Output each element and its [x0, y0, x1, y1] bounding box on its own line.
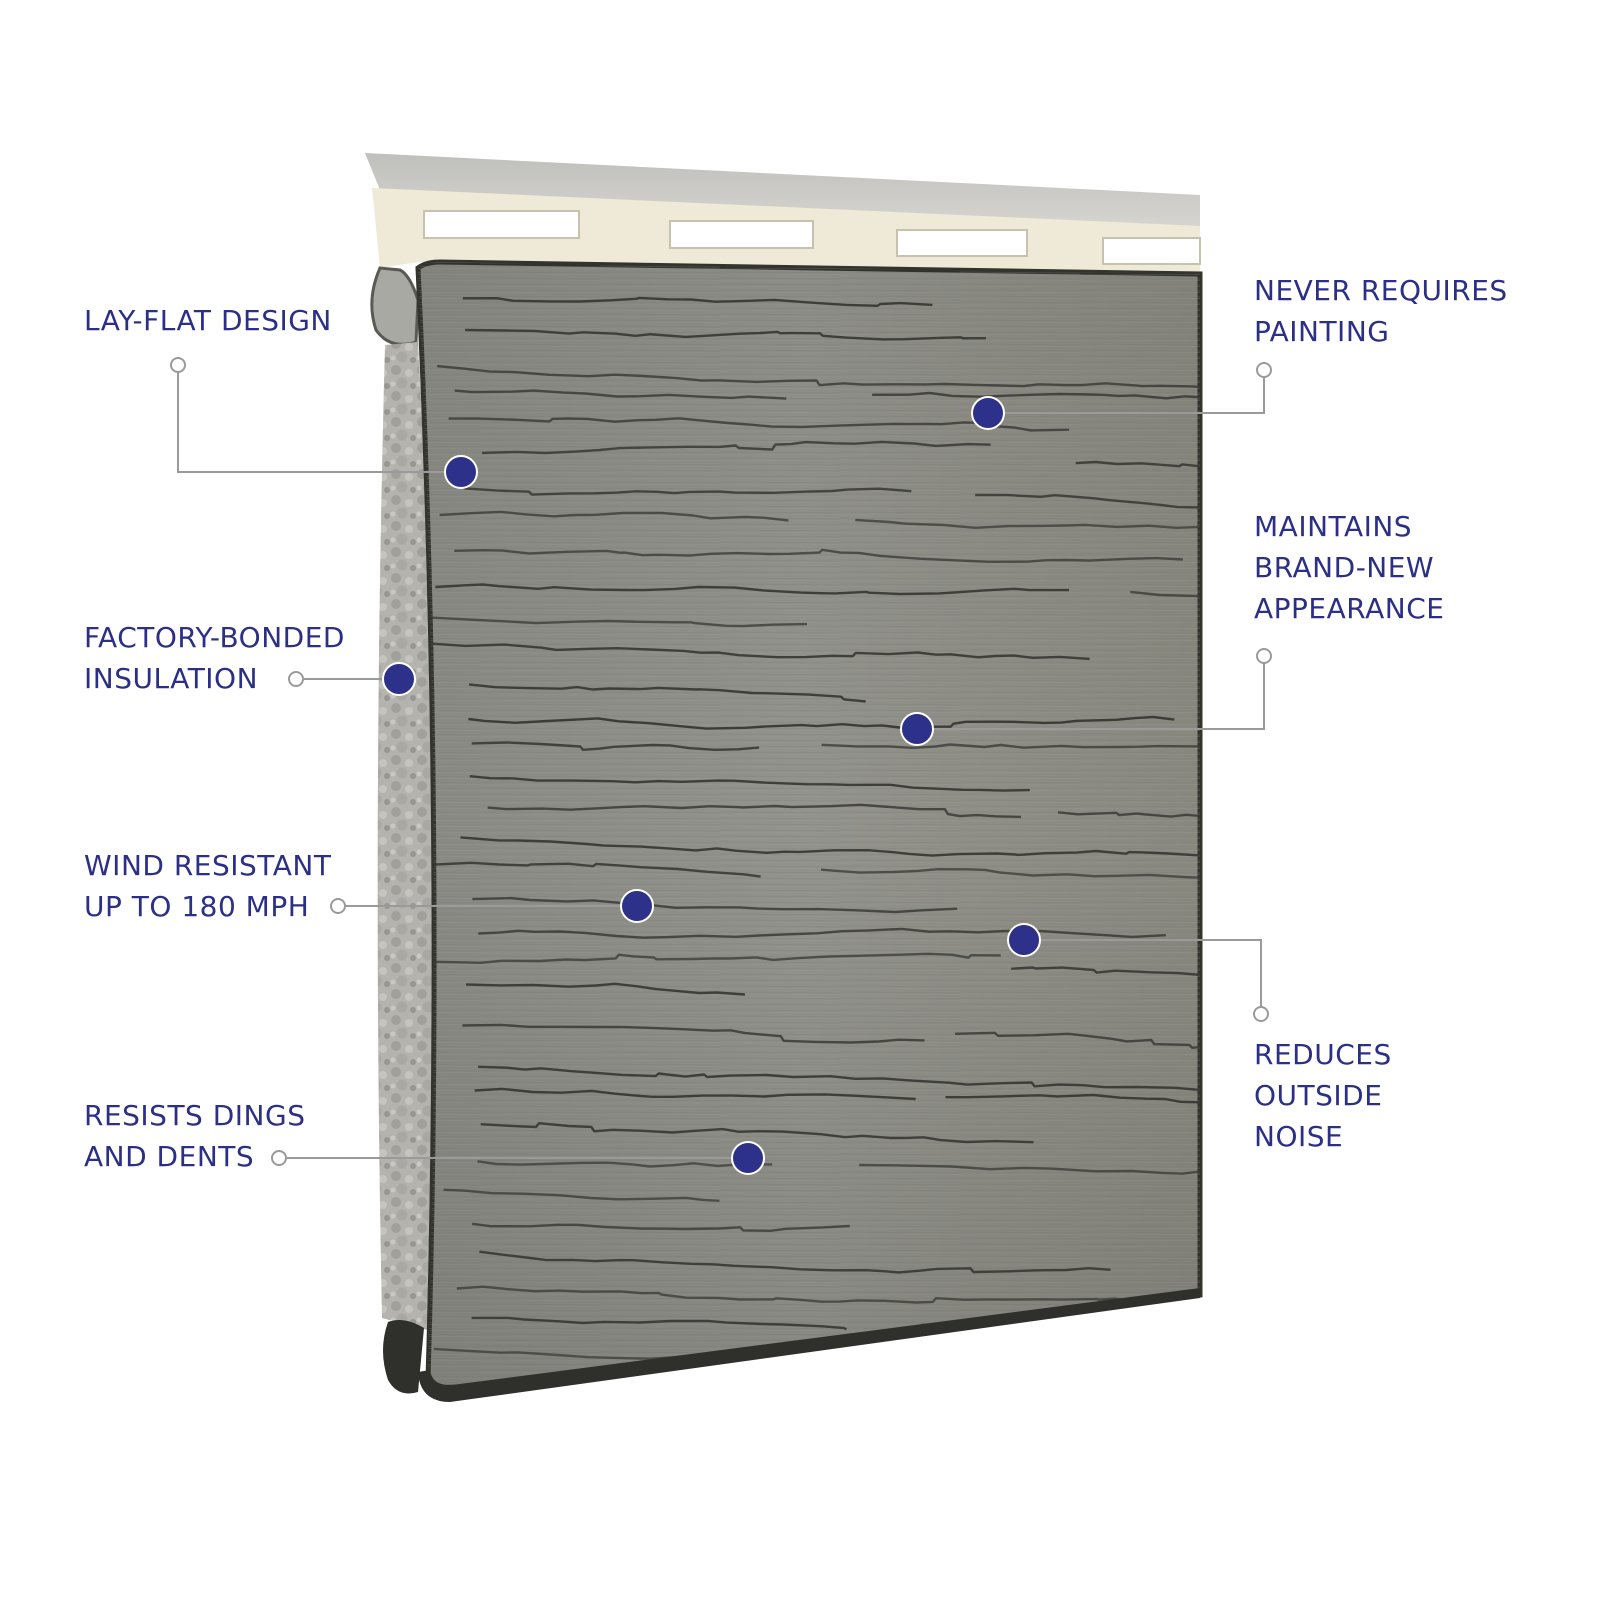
woodgrain-groove — [471, 1222, 850, 1232]
label-line: NEVER REQUIRES — [1254, 274, 1508, 307]
woodgrain-groove — [472, 896, 958, 914]
label-line: REDUCES — [1254, 1038, 1392, 1071]
label-line: UP TO 180 MPH — [84, 890, 310, 923]
leader-end-ring-resists-dings — [271, 1150, 287, 1166]
leader-line-reduces-noise — [1024, 939, 1262, 1007]
bottom-lock — [383, 1320, 424, 1394]
woodgrain-groove — [468, 715, 1175, 730]
woodgrain-groove — [477, 1160, 773, 1168]
woodgrain-groove — [955, 1031, 1200, 1049]
woodgrain-groove — [462, 296, 933, 307]
woodgrain-groove — [975, 493, 1200, 509]
leader-end-ring-never-requires-painting — [1256, 362, 1272, 378]
woodgrain-groove — [460, 836, 1200, 857]
woodgrain-groove — [1075, 460, 1200, 468]
woodgrain-groove — [430, 642, 1090, 661]
woodgrain-groove — [465, 328, 986, 341]
woodgrain-groove — [465, 982, 745, 996]
woodgrain-groove — [820, 868, 1200, 880]
nail-slot — [896, 229, 1028, 257]
woodgrain-grooves — [430, 296, 1200, 1396]
woodgrain-groove — [462, 1023, 925, 1044]
leader-end-ring-reduces-noise — [1253, 1006, 1269, 1022]
label-factory-bonded-insulation: FACTORY-BONDED INSULATION — [84, 617, 345, 699]
woodgrain-groove — [454, 389, 787, 400]
leader-end-ring-lay-flat-design — [170, 357, 186, 373]
nailing-hem-top-strip — [365, 153, 1200, 228]
woodgrain-groove — [487, 803, 1021, 819]
woodgrain-groove — [433, 952, 1001, 964]
woodgrain-groove — [478, 1065, 1200, 1093]
woodgrain-groove — [468, 683, 866, 703]
foam-insulation — [377, 342, 435, 1330]
woodgrain-groove — [872, 391, 1200, 400]
callout-marker-lay-flat-design — [444, 455, 478, 489]
woodgrain-groove — [481, 440, 991, 455]
leader-end-ring-factory-bonded-insulation — [288, 671, 304, 687]
callout-marker-reduces-noise — [1007, 923, 1041, 957]
woodgrain-groove — [471, 1316, 848, 1331]
nail-slot — [1102, 237, 1201, 265]
nail-slot — [669, 220, 814, 249]
woodgrain-groove — [437, 364, 1200, 391]
label-line: APPEARANCE — [1254, 592, 1445, 625]
leader-end-ring-wind-resistant — [330, 898, 346, 914]
woodgrain-groove — [859, 1163, 1200, 1175]
callout-marker-resists-dings — [731, 1141, 765, 1175]
woodgrain-groove — [435, 583, 1069, 596]
label-resists-dings: RESISTS DINGS AND DENTS — [84, 1095, 305, 1177]
label-line: PAINTING — [1254, 315, 1390, 348]
woodgrain-groove — [456, 1285, 1173, 1304]
woodgrain-groove — [469, 775, 1030, 792]
leader-end-ring-maintains-appearance — [1256, 648, 1272, 664]
woodgrain-groove — [821, 743, 1200, 750]
label-line: BRAND-NEW — [1254, 551, 1435, 584]
label-line: LAY-FLAT DESIGN — [84, 304, 332, 337]
woodgrain-groove — [471, 741, 760, 751]
woodgrain-groove — [1011, 966, 1200, 978]
woodgrain-groove — [1057, 811, 1200, 819]
woodgrain-groove — [439, 510, 789, 522]
callout-marker-never-requires-painting — [971, 396, 1005, 430]
label-reduces-noise: REDUCES OUTSIDE NOISE — [1254, 1034, 1392, 1157]
label-line: AND DENTS — [84, 1140, 255, 1173]
woodgrain-groove — [855, 518, 1200, 530]
callout-marker-wind-resistant — [620, 889, 654, 923]
nail-slot — [423, 210, 580, 239]
woodgrain-groove — [430, 616, 808, 628]
woodgrain-groove — [479, 1250, 1111, 1274]
woodgrain-groove — [474, 1087, 916, 1101]
label-never-requires-painting: NEVER REQUIRES PAINTING — [1254, 270, 1508, 352]
woodgrain-groove — [443, 1188, 720, 1202]
label-line: MAINTAINS — [1254, 510, 1413, 543]
label-line: RESISTS DINGS — [84, 1099, 306, 1132]
top-lock-curl — [370, 266, 420, 346]
label-line: INSULATION — [84, 662, 259, 695]
woodgrain-groove — [463, 487, 912, 496]
label-line: OUTSIDE — [1254, 1079, 1383, 1112]
label-line: NOISE — [1254, 1120, 1344, 1153]
leader-line-lay-flat-design — [177, 372, 461, 473]
callout-marker-maintains-appearance — [900, 712, 934, 746]
woodgrain-groove — [435, 861, 761, 878]
woodgrain-groove — [480, 1122, 1034, 1144]
callout-marker-factory-bonded-insulation — [382, 662, 416, 696]
leader-line-never-requires-painting — [988, 377, 1265, 414]
bottom-hem — [418, 1288, 1200, 1402]
label-wind-resistant: WIND RESISTANT UP TO 180 MPH — [84, 845, 331, 927]
label-maintains-appearance: MAINTAINS BRAND-NEW APPEARANCE — [1254, 506, 1444, 629]
label-line: FACTORY-BONDED — [84, 621, 345, 654]
woodgrain-groove — [454, 548, 1183, 563]
woodgrain-groove — [1130, 590, 1200, 598]
leader-line-maintains-appearance — [917, 663, 1265, 730]
label-line: WIND RESISTANT — [84, 849, 332, 882]
woodgrain-groove — [945, 1093, 1200, 1104]
label-lay-flat-design: LAY-FLAT DESIGN — [84, 300, 332, 341]
